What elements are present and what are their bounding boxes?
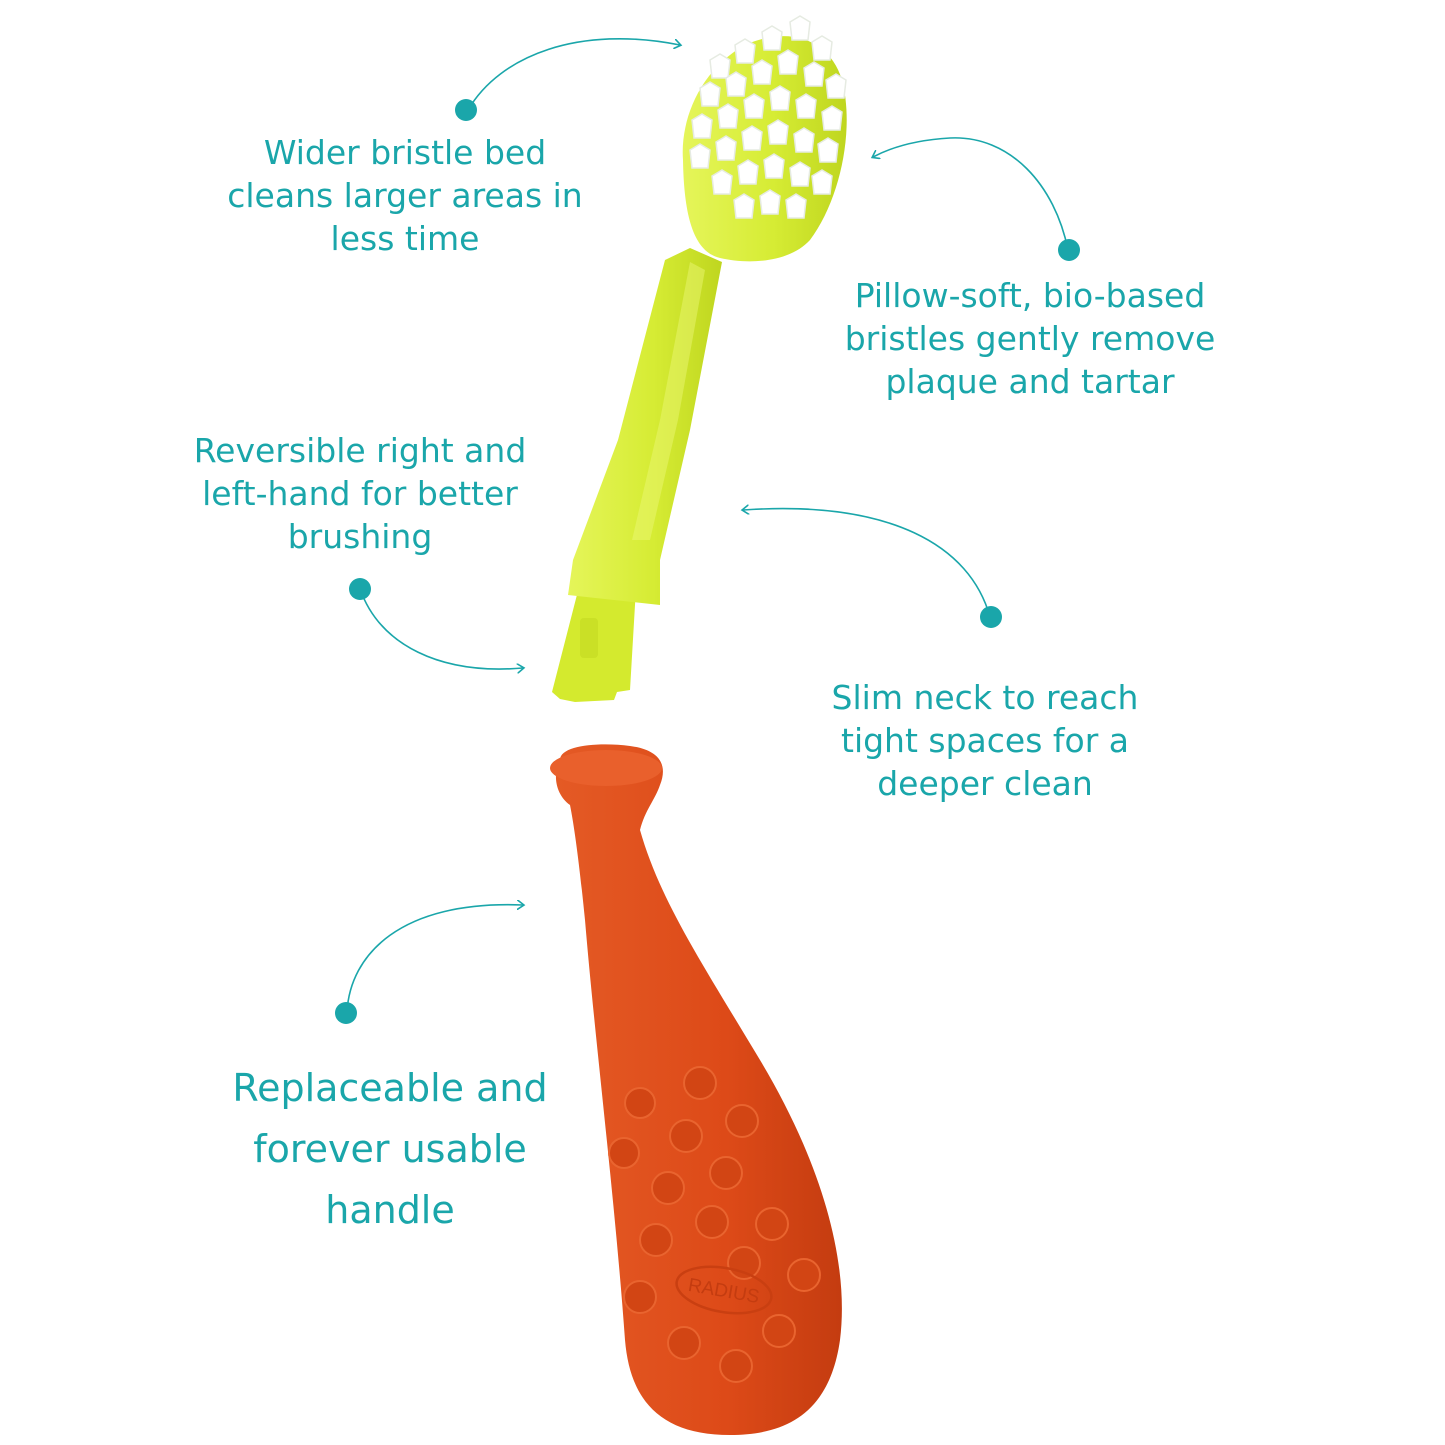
callout-reversible-line-3: brushing <box>287 517 433 556</box>
connector-dot-bristle-bed <box>455 99 477 121</box>
grip-dots <box>608 1066 821 1383</box>
connector-dot-handle <box>335 1002 357 1024</box>
connector-slim-neck <box>743 509 991 618</box>
callout-handle-line-3: handle <box>325 1188 455 1232</box>
connector-handle <box>346 905 523 1013</box>
connector-dot-slim-neck <box>980 606 1002 628</box>
callout-slim-neck-line-3: deeper clean <box>877 764 1093 803</box>
callout-slim-neck-line-2: tight spaces for a <box>841 721 1129 760</box>
connector-soft-bristles <box>873 137 1069 251</box>
callout-handle: Replaceable and forever usable handle <box>190 1058 590 1241</box>
connector-dot-reversible <box>349 578 371 600</box>
callout-reversible-line-2: left-hand for better <box>202 474 518 513</box>
callout-soft-bristles-line-3: plaque and tartar <box>885 362 1175 401</box>
callout-bristle-bed-line-1: Wider bristle bed <box>263 133 547 172</box>
callout-handle-line-2: forever usable <box>253 1127 527 1171</box>
callout-slim-neck: Slim neck to reach tight spaces for a de… <box>795 676 1175 805</box>
bristles <box>689 15 847 219</box>
callout-soft-bristles-line-2: bristles gently remove <box>844 319 1216 358</box>
callout-reversible: Reversible right and left-hand for bette… <box>165 429 555 558</box>
callout-bristle-bed: Wider bristle bed cleans larger areas in… <box>205 131 605 260</box>
handle: RADIUS <box>550 744 842 1435</box>
connector-reversible <box>359 588 523 669</box>
callout-soft-bristles: Pillow-soft, bio-based bristles gently r… <box>815 274 1245 403</box>
callout-bristle-bed-line-2: cleans larger areas in <box>227 176 583 215</box>
callout-slim-neck-line-1: Slim neck to reach <box>831 678 1139 717</box>
callout-soft-bristles-line-1: Pillow-soft, bio-based <box>854 276 1206 315</box>
brush-head <box>552 15 847 702</box>
callout-bristle-bed-line-3: less time <box>330 219 480 258</box>
callout-handle-line-1: Replaceable and <box>232 1066 548 1110</box>
callout-reversible-line-1: Reversible right and <box>193 431 527 470</box>
connector-dot-soft-bristles <box>1058 239 1080 261</box>
connector-bristle-bed <box>467 38 680 111</box>
